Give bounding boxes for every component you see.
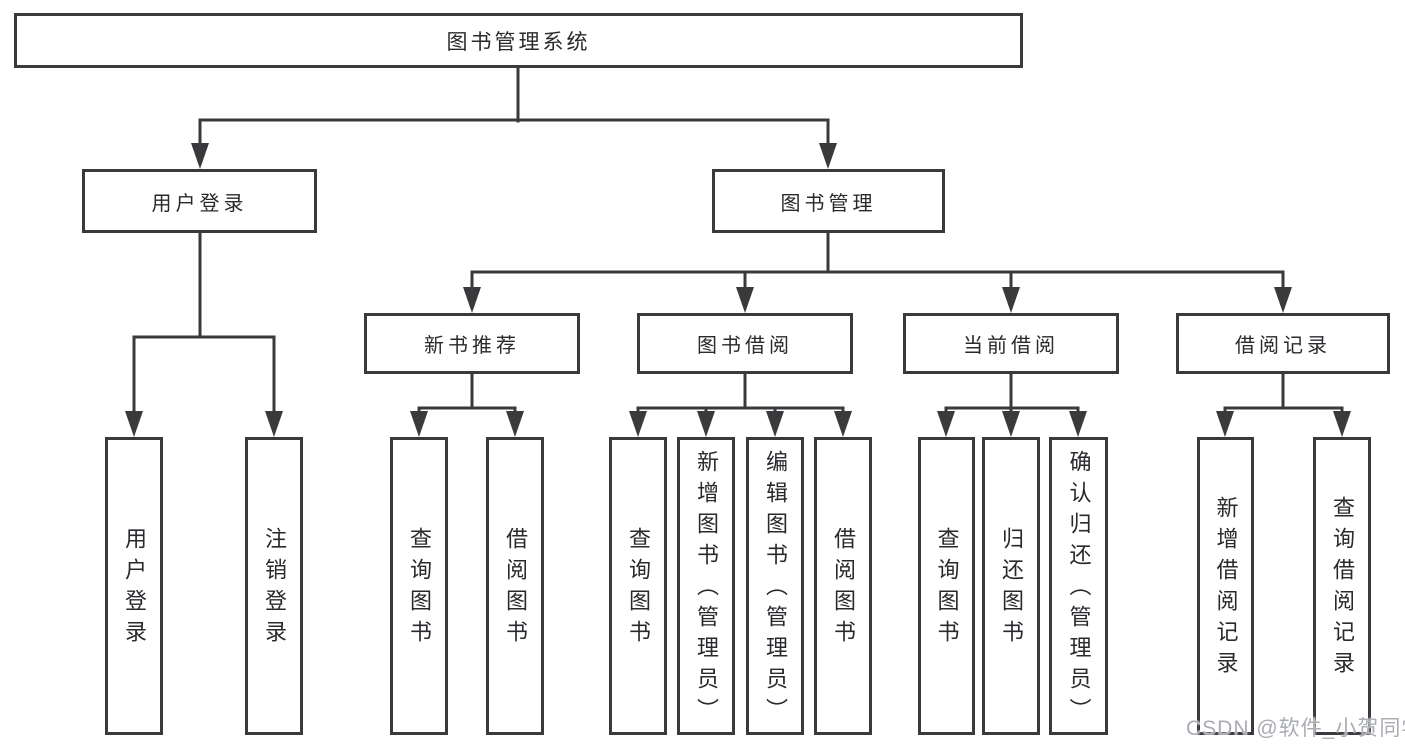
leaf-query-books-current: 查询图书 <box>918 437 975 735</box>
leaf-query-books-recommend: 查询图书 <box>390 437 448 735</box>
leaf-borrow-books-recommend: 借阅图书 <box>486 437 544 735</box>
node-current-borrowing: 当前借阅 <box>903 313 1119 374</box>
leaf-edit-books-admin: 编辑图书（管理员） <box>746 437 804 735</box>
node-borrowing-records: 借阅记录 <box>1176 313 1390 374</box>
arrowheads <box>125 143 1351 437</box>
node-book-management: 图书管理 <box>712 169 945 233</box>
leaf-query-borrow-record: 查询借阅记录 <box>1313 437 1371 735</box>
leaf-confirm-return-admin: 确认归还（管理员） <box>1049 437 1108 735</box>
csdn-watermark: CSDN @软件_小贺同学 <box>1186 717 1405 740</box>
node-new-book-recommendation: 新书推荐 <box>364 313 580 374</box>
leaf-return-books: 归还图书 <box>982 437 1040 735</box>
node-user-login: 用户登录 <box>82 169 317 233</box>
leaf-borrow-books: 借阅图书 <box>814 437 872 735</box>
node-book-borrowing: 图书借阅 <box>637 313 853 374</box>
node-library-management-system: 图书管理系统 <box>14 13 1023 68</box>
leaf-add-borrow-record: 新增借阅记录 <box>1197 437 1254 735</box>
leaf-logout: 注销登录 <box>245 437 303 735</box>
leaf-query-books-borrow: 查询图书 <box>609 437 667 735</box>
leaf-user-login: 用户登录 <box>105 437 163 735</box>
leaf-add-books-admin: 新增图书（管理员） <box>677 437 735 735</box>
